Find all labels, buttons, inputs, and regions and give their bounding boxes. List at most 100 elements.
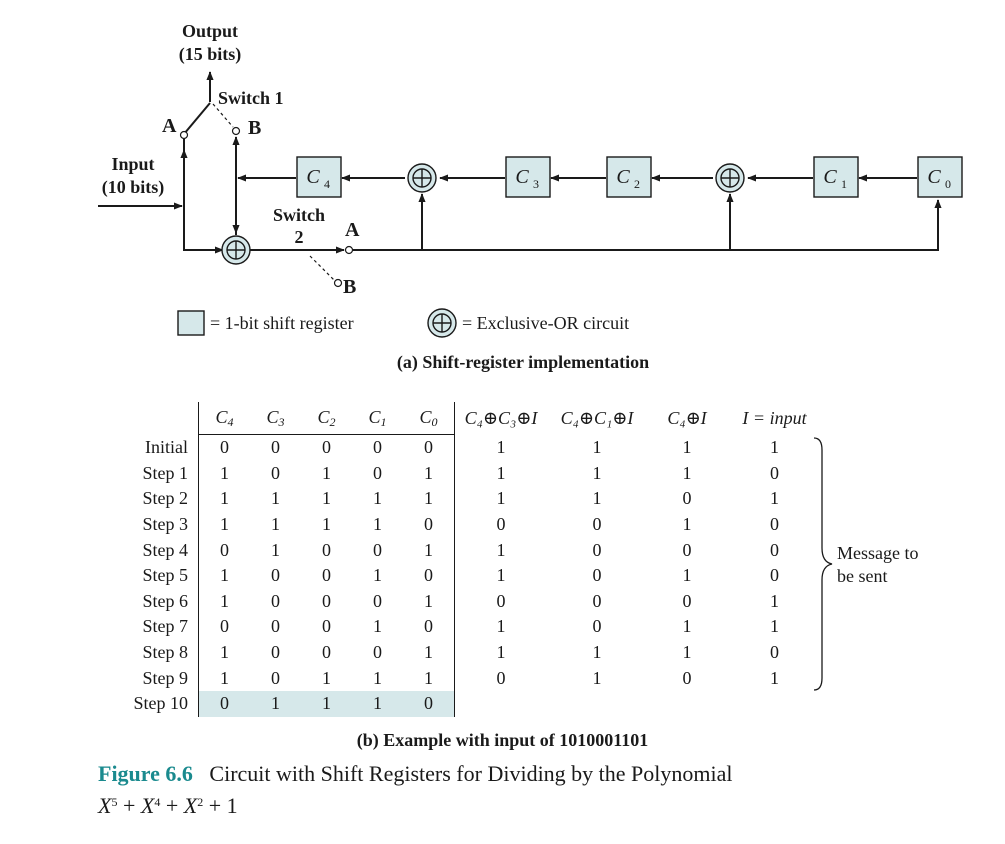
xor-cell bbox=[454, 690, 547, 717]
output-label: Output bbox=[182, 21, 238, 41]
xor-cell: 0 bbox=[592, 616, 602, 637]
legend-xor-icon bbox=[427, 308, 457, 338]
register-cell: 0 bbox=[322, 565, 331, 586]
legend-register-swatch bbox=[177, 310, 205, 336]
xor-cell: 0 bbox=[454, 665, 547, 691]
switch1-pos-a: A bbox=[162, 115, 177, 137]
xor-cell: 1 bbox=[454, 537, 547, 563]
col-header-xor-c4-i: C₄⊕I bbox=[667, 407, 707, 428]
xor-cell: 0 bbox=[682, 667, 692, 688]
col-header-c0: C0 bbox=[403, 402, 455, 435]
register-cell: 0 bbox=[403, 690, 455, 717]
register-cell: 1 bbox=[424, 488, 433, 509]
register-cell: 0 bbox=[373, 642, 382, 663]
svg-text:3: 3 bbox=[533, 177, 539, 191]
xor-cell: 0 bbox=[770, 462, 779, 483]
row-label: Initial bbox=[145, 437, 188, 458]
xor-cell: 1 bbox=[454, 486, 547, 512]
xor-cell: 1 bbox=[592, 667, 602, 688]
output-bits-label: (15 bits) bbox=[179, 44, 242, 65]
svg-text:C: C bbox=[616, 166, 630, 188]
xor-circuit-c1 bbox=[715, 163, 745, 193]
register-cell: 1 bbox=[322, 514, 331, 535]
xor-cell: 1 bbox=[770, 667, 779, 688]
register-cell: 1 bbox=[198, 486, 250, 512]
register-cell: 0 bbox=[198, 614, 250, 640]
figure-title-line: Figure 6.6 Circuit with Shift Registers … bbox=[98, 760, 733, 788]
row-label: Step 8 bbox=[142, 642, 188, 663]
register-cell: 1 bbox=[250, 690, 301, 717]
xor-cell: 0 bbox=[770, 539, 779, 560]
xor-cell bbox=[547, 691, 647, 717]
register-c1: C 1 bbox=[813, 156, 859, 198]
switch1-dashed-path bbox=[212, 103, 234, 128]
register-cell: 0 bbox=[271, 462, 280, 483]
xor-cell: 0 bbox=[770, 642, 779, 663]
register-cell: 1 bbox=[198, 460, 250, 487]
col-header-c1: C1 bbox=[352, 402, 403, 435]
register-cell: 1 bbox=[352, 690, 403, 717]
caption-a: (a) Shift-register implementation bbox=[397, 352, 649, 373]
register-cell: 1 bbox=[198, 562, 250, 589]
table-header-row: C4 C3 C2 C1 C0 C₄⊕C₃⊕I C₄⊕C₁⊕I C₄⊕I I = … bbox=[118, 402, 822, 435]
register-cell: 0 bbox=[271, 642, 280, 663]
register-cell: 1 bbox=[198, 511, 250, 538]
xor-cell: 0 bbox=[592, 514, 602, 535]
xor-cell: 1 bbox=[682, 514, 692, 535]
svg-text:1: 1 bbox=[841, 177, 847, 191]
register-cell: 0 bbox=[373, 462, 382, 483]
register-c4: C 4 bbox=[296, 156, 342, 198]
register-cell: 0 bbox=[322, 616, 331, 637]
register-cell: 0 bbox=[271, 565, 280, 586]
svg-text:C: C bbox=[515, 166, 529, 188]
register-c2: C 2 bbox=[606, 156, 652, 198]
row-label: Step 5 bbox=[142, 565, 188, 586]
input-bits-label: (10 bits) bbox=[102, 177, 165, 198]
caption-b: (b) Example with input of 1010001101 bbox=[356, 730, 649, 750]
switch1-contact-a bbox=[179, 130, 189, 140]
register-cell: 1 bbox=[198, 588, 250, 615]
register-cell: 1 bbox=[373, 667, 382, 688]
xor-cell bbox=[727, 691, 822, 717]
xor-cell: 1 bbox=[682, 616, 692, 637]
switch2-pos-a: A bbox=[345, 219, 360, 241]
feedback-bus-c0 bbox=[353, 199, 942, 251]
svg-text:C: C bbox=[306, 166, 320, 188]
register-cell: 0 bbox=[271, 437, 280, 458]
register-cell: 1 bbox=[198, 639, 250, 666]
state-table: C4 C3 C2 C1 C0 C₄⊕C₃⊕I C₄⊕C₁⊕I C₄⊕I I = … bbox=[118, 402, 822, 717]
row-label: Step 9 bbox=[142, 667, 188, 688]
col-header-c4: C4 bbox=[198, 402, 250, 435]
row-label: Step 6 bbox=[142, 590, 188, 611]
xor-cell: 0 bbox=[592, 539, 602, 560]
xor-cell bbox=[647, 691, 727, 717]
register-cell: 0 bbox=[322, 539, 331, 560]
switch2-pos-b: B bbox=[343, 276, 356, 298]
xor-cell: 1 bbox=[454, 434, 547, 461]
xor-cell: 1 bbox=[454, 614, 547, 640]
register-cell: 0 bbox=[322, 642, 331, 663]
register-c3: C 3 bbox=[505, 156, 551, 198]
register-cell: 1 bbox=[373, 514, 382, 535]
xor-cell: 1 bbox=[592, 488, 602, 509]
xor-cell: 1 bbox=[770, 590, 779, 611]
svg-text:4: 4 bbox=[324, 177, 330, 191]
row-label: Step 7 bbox=[142, 616, 188, 637]
register-cell: 0 bbox=[271, 616, 280, 637]
xor-cell: 0 bbox=[770, 514, 779, 535]
xor-cell: 1 bbox=[682, 437, 692, 458]
register-cell: 1 bbox=[271, 539, 280, 560]
message-brace bbox=[813, 437, 833, 691]
register-cell: 0 bbox=[424, 514, 433, 535]
xor-cell: 0 bbox=[454, 588, 547, 615]
xor-circuit-c3 bbox=[407, 163, 437, 193]
register-cell: 0 bbox=[322, 590, 331, 611]
